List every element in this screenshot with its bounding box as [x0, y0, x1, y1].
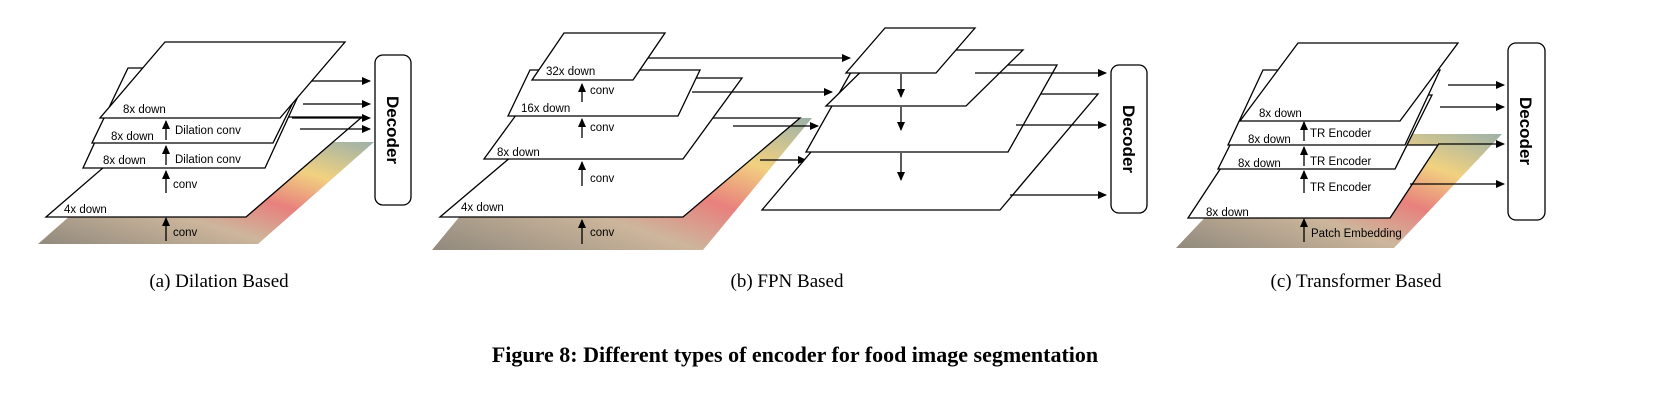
op-label: TR Encoder	[1310, 128, 1372, 140]
op-label: conv	[590, 227, 615, 239]
plate-8x-a3	[98, 41, 347, 119]
level-label: 8x down	[1259, 108, 1302, 120]
level-label: 8x down	[103, 155, 146, 167]
op-label: conv	[173, 227, 198, 239]
level-label: 8x down	[497, 147, 540, 159]
op-label: conv	[590, 85, 615, 97]
panel-caption: (c) Transformer Based	[1271, 271, 1442, 292]
level-label: 8x down	[111, 131, 154, 143]
panel-caption: (a) Dilation Based	[149, 271, 289, 292]
decoder-box	[374, 54, 412, 206]
op-label: TR Encoder	[1310, 182, 1372, 194]
plate-32x-b	[530, 32, 667, 81]
level-label: 8x down	[1238, 158, 1281, 170]
op-label: Patch Embedding	[1311, 228, 1402, 240]
level-label: 4x down	[64, 204, 107, 216]
op-label: Dilation conv	[175, 125, 241, 137]
decoder-label: Decoder	[383, 96, 402, 164]
op-label: conv	[590, 122, 615, 134]
fpn-plate	[844, 27, 977, 74]
level-label: 8x down	[1248, 134, 1291, 146]
op-label: TR Encoder	[1310, 156, 1372, 168]
level-label: 4x down	[461, 202, 504, 214]
level-label: 16x down	[521, 103, 570, 115]
level-label: 32x down	[546, 66, 595, 78]
decoder-label: Decoder	[1516, 97, 1535, 165]
panel-transformer: 8x down 8x down 8x down 8x down Patch Em…	[1176, 42, 1546, 292]
panel-caption: (b) FPN Based	[731, 271, 844, 292]
op-label: Dilation conv	[175, 154, 241, 166]
op-label: conv	[590, 173, 615, 185]
op-label: conv	[173, 179, 198, 191]
figure-title: Figure 8: Different types of encoder for…	[492, 342, 1098, 367]
panel-fpn: 4x down 8x down 16x down 32x down conv c…	[432, 27, 1148, 292]
decoder-box	[1110, 64, 1148, 214]
plate-8x-c3	[1238, 42, 1460, 122]
level-label: 8x down	[1206, 207, 1249, 219]
level-label: 8x down	[123, 104, 166, 116]
decoder-label: Decoder	[1119, 105, 1138, 173]
panel-dilation: 4x down 8x down 8x down 8x down conv con…	[38, 41, 412, 292]
decoder-box	[1507, 42, 1546, 221]
plate-16x-b	[506, 69, 702, 117]
